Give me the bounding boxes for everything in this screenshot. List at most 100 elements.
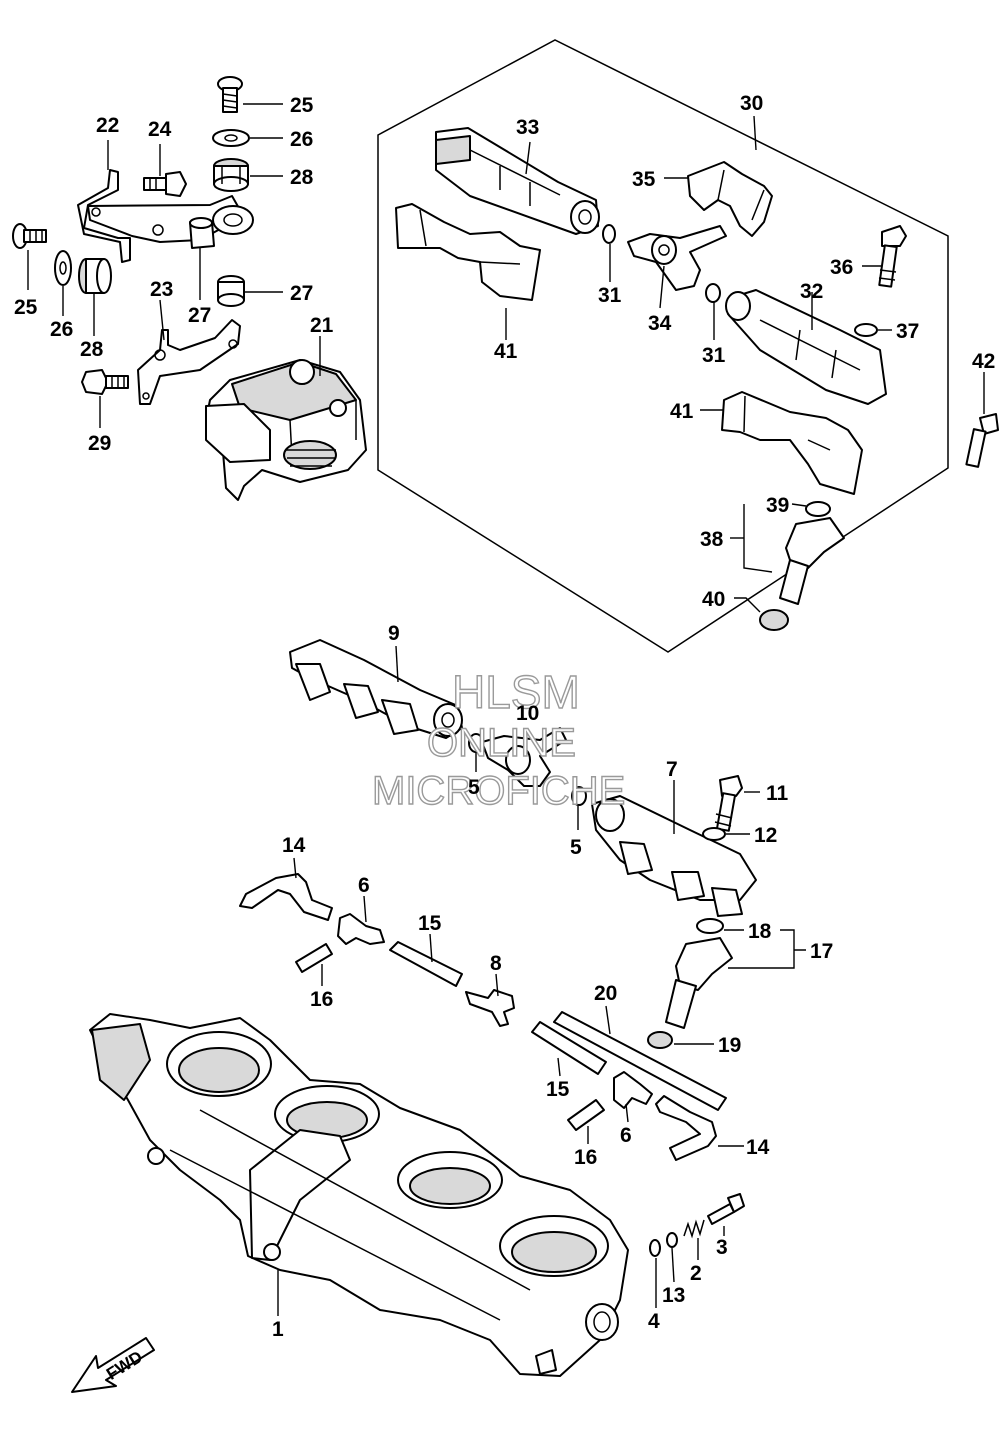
callout-7[interactable]: 7: [666, 758, 678, 781]
grommet-28-top[interactable]: [213, 158, 249, 192]
bolt-24[interactable]: [143, 171, 187, 197]
callout-6-lower[interactable]: 6: [620, 1124, 632, 1147]
bolt-42[interactable]: [965, 413, 999, 468]
bracket-23[interactable]: [137, 319, 241, 405]
washer-13[interactable]: [666, 1232, 678, 1248]
grommet-28-left[interactable]: [78, 258, 112, 294]
callout-34[interactable]: 34: [648, 312, 672, 335]
callout-31-left[interactable]: 31: [598, 284, 622, 307]
callout-3[interactable]: 3: [716, 1236, 728, 1259]
ring-bracket: [212, 205, 254, 235]
callout-29[interactable]: 29: [88, 432, 111, 455]
tee-6-lower[interactable]: [613, 1071, 653, 1109]
throttle-sensor-21[interactable]: [205, 359, 367, 501]
hose-15-lower[interactable]: [531, 1021, 607, 1075]
tee-6-upper[interactable]: [337, 913, 385, 945]
callout-28-left[interactable]: 28: [80, 338, 104, 361]
callout-32[interactable]: 32: [800, 280, 823, 303]
callout-9[interactable]: 9: [388, 622, 400, 645]
washer-37[interactable]: [854, 323, 878, 337]
callout-41-lower[interactable]: 41: [670, 400, 694, 423]
callout-5-lower[interactable]: 5: [570, 836, 582, 859]
callout-26-top[interactable]: 26: [290, 128, 313, 151]
callout-1[interactable]: 1: [272, 1318, 284, 1341]
hose-14-lower[interactable]: [655, 1095, 717, 1161]
callout-8[interactable]: 8: [490, 952, 502, 975]
callout-14-lower[interactable]: 14: [746, 1136, 770, 1159]
callout-16-upper[interactable]: 16: [310, 988, 333, 1011]
callout-41-upper[interactable]: 41: [494, 340, 518, 363]
o-ring-31-left[interactable]: [602, 224, 616, 244]
washer-26-left[interactable]: [54, 250, 72, 286]
spring-2[interactable]: [683, 1219, 705, 1239]
washer-4[interactable]: [649, 1239, 661, 1257]
throttle-body-1[interactable]: [89, 1013, 629, 1377]
callout-16-lower[interactable]: 16: [574, 1146, 597, 1169]
callout-36[interactable]: 36: [830, 256, 853, 279]
callout-15-upper[interactable]: 15: [418, 912, 442, 935]
o-ring-5-lower[interactable]: [571, 786, 587, 806]
joint-10[interactable]: [481, 727, 567, 787]
callout-30[interactable]: 30: [740, 92, 763, 115]
o-ring-31-right[interactable]: [705, 283, 721, 303]
tee-8[interactable]: [465, 989, 515, 1027]
callout-28-top[interactable]: 28: [290, 166, 314, 189]
injector-38[interactable]: [759, 501, 845, 631]
collar-27[interactable]: [189, 217, 215, 249]
callout-25-top[interactable]: 25: [290, 94, 314, 117]
callout-26-left[interactable]: 26: [50, 318, 73, 341]
screw-25-top[interactable]: [217, 76, 243, 113]
callout-15-lower[interactable]: 15: [546, 1078, 570, 1101]
callout-39[interactable]: 39: [766, 494, 789, 517]
clamp-41-upper[interactable]: [395, 203, 541, 301]
callout-14-upper[interactable]: 14: [282, 834, 306, 857]
callout-10[interactable]: 10: [516, 702, 539, 725]
screw-3[interactable]: [707, 1193, 745, 1225]
hose-14-upper[interactable]: [239, 873, 333, 921]
callout-12[interactable]: 12: [754, 824, 777, 847]
clip-35[interactable]: [687, 161, 773, 237]
callout-2[interactable]: 2: [690, 1262, 702, 1285]
hose-15-upper[interactable]: [389, 941, 463, 987]
callout-35[interactable]: 35: [632, 168, 656, 191]
callout-37[interactable]: 37: [896, 320, 919, 343]
collar-27-right[interactable]: [217, 275, 245, 307]
delivery-pipe-9[interactable]: [289, 639, 463, 739]
hose-16-lower[interactable]: [567, 1099, 605, 1131]
callout-27-right[interactable]: 27: [290, 282, 313, 305]
callout-25-left[interactable]: 25: [14, 296, 38, 319]
delivery-pipe-7[interactable]: [591, 795, 757, 917]
bolt-11[interactable]: [714, 775, 743, 832]
callout-5-upper[interactable]: 5: [468, 776, 480, 799]
callout-21[interactable]: 21: [310, 314, 334, 337]
callout-42[interactable]: 42: [972, 350, 995, 373]
callout-11[interactable]: 11: [766, 782, 789, 805]
washer-12[interactable]: [702, 827, 726, 841]
callout-4[interactable]: 4: [648, 1310, 660, 1333]
callout-24[interactable]: 24: [148, 118, 172, 141]
callout-22[interactable]: 22: [96, 114, 119, 137]
injector-17[interactable]: [647, 918, 733, 1049]
callout-17[interactable]: 17: [810, 940, 833, 963]
clamp-41-lower[interactable]: [721, 391, 863, 495]
delivery-pipe-33[interactable]: [435, 127, 600, 235]
callout-13[interactable]: 13: [662, 1284, 685, 1307]
callout-19[interactable]: 19: [718, 1034, 741, 1057]
hose-20[interactable]: [553, 1011, 727, 1111]
callout-27-lower[interactable]: 27: [188, 304, 211, 327]
screw-25-left[interactable]: [12, 223, 47, 249]
callout-23[interactable]: 23: [150, 278, 173, 301]
bolt-36[interactable]: [878, 225, 907, 288]
callout-20[interactable]: 20: [594, 982, 617, 1005]
hose-16-upper[interactable]: [295, 943, 333, 973]
callout-6-upper[interactable]: 6: [358, 874, 370, 897]
joint-34[interactable]: [627, 225, 727, 291]
callout-40[interactable]: 40: [702, 588, 725, 611]
washer-26-top[interactable]: [212, 129, 250, 147]
callout-33[interactable]: 33: [516, 116, 539, 139]
bolt-29[interactable]: [81, 369, 129, 395]
callout-31-right[interactable]: 31: [702, 344, 726, 367]
callout-18[interactable]: 18: [748, 920, 772, 943]
delivery-pipe-32[interactable]: [725, 289, 887, 405]
callout-38[interactable]: 38: [700, 528, 724, 551]
